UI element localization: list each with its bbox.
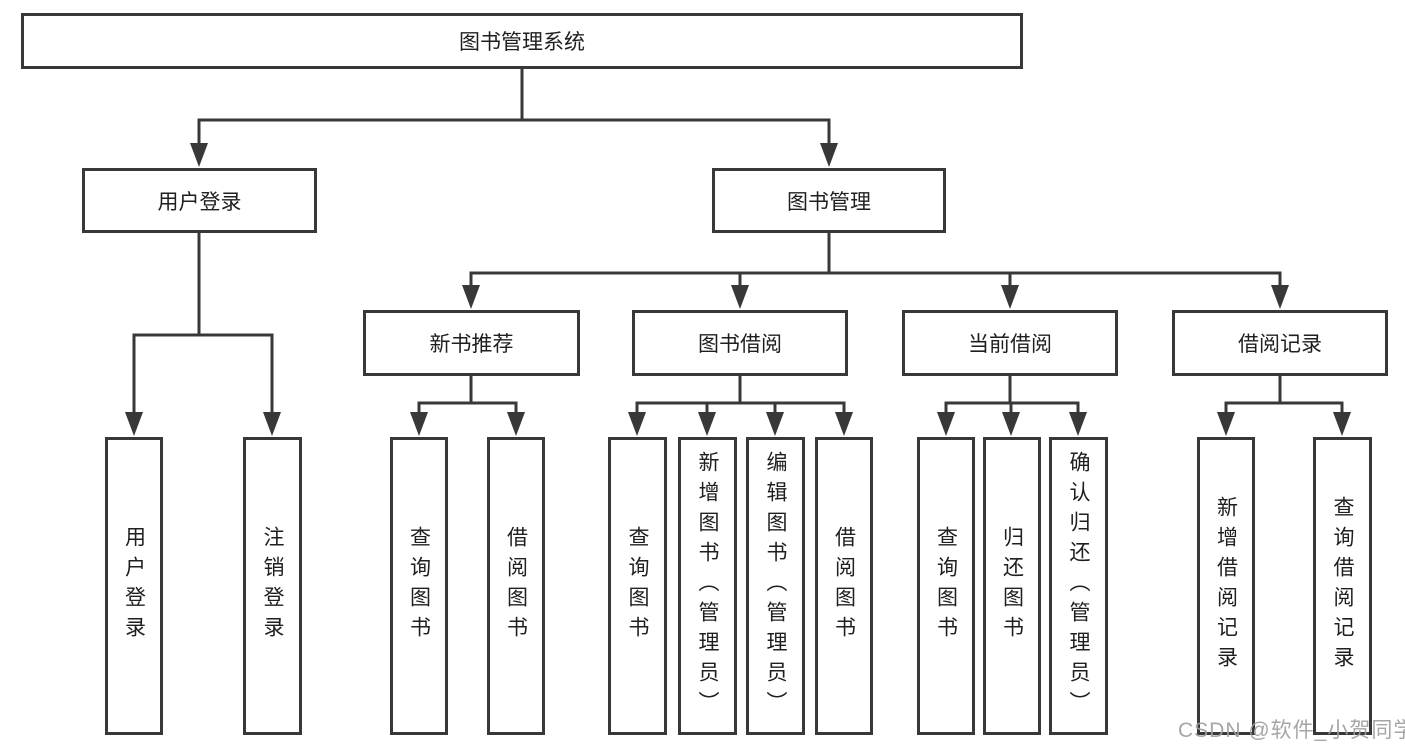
connector-book-borrow-branch bbox=[635, 376, 846, 416]
leaf-logout-login: 注销登录 bbox=[243, 437, 302, 735]
node-root-label: 图书管理系统 bbox=[459, 31, 585, 54]
arrow-head-icon bbox=[410, 412, 428, 436]
arrow-head-icon bbox=[125, 412, 143, 436]
leaf-add-books-admin: 新增图书（管理员） bbox=[678, 437, 737, 735]
arrow-head-icon bbox=[462, 285, 480, 309]
connector-level1-branch bbox=[197, 118, 831, 146]
node-current-borrow: 当前借阅 bbox=[902, 310, 1118, 376]
connector-book-mgmt-branch bbox=[469, 233, 1282, 289]
arrow-head-icon bbox=[698, 412, 716, 436]
leaf-recommend-query-books: 查询图书 bbox=[390, 437, 448, 735]
connector-lines bbox=[132, 69, 1344, 416]
arrow-head-icon bbox=[1271, 285, 1289, 309]
leaf-confirm-return-admin: 确认归还（管理员） bbox=[1049, 437, 1108, 735]
arrow-head-icon bbox=[766, 412, 784, 436]
arrow-head-icon bbox=[1333, 412, 1351, 436]
leaf-borrow-query-books-label: 查询图书 bbox=[626, 526, 649, 646]
leaf-recommend-query-books-label: 查询图书 bbox=[407, 526, 431, 646]
arrow-head-icon bbox=[1069, 412, 1087, 436]
node-book-management: 图书管理 bbox=[712, 168, 946, 233]
arrow-head-icon bbox=[731, 285, 749, 309]
node-borrow-records: 借阅记录 bbox=[1172, 310, 1388, 376]
arrow-head-icon bbox=[820, 143, 838, 167]
node-new-book-recommend: 新书推荐 bbox=[363, 310, 580, 376]
arrow-heads bbox=[125, 143, 1351, 436]
arrow-head-icon bbox=[190, 143, 208, 167]
leaf-user-login-label: 用户登录 bbox=[122, 526, 146, 646]
node-book-borrow: 图书借阅 bbox=[632, 310, 848, 376]
arrow-head-icon bbox=[507, 412, 525, 436]
leaf-current-query-books-label: 查询图书 bbox=[934, 526, 958, 646]
leaf-query-borrow-record: 查询借阅记录 bbox=[1313, 437, 1372, 735]
leaf-return-books-label: 归还图书 bbox=[1000, 526, 1024, 646]
leaf-logout-login-label: 注销登录 bbox=[261, 526, 284, 646]
arrow-head-icon bbox=[1002, 412, 1020, 436]
leaf-query-borrow-record-label: 查询借阅记录 bbox=[1331, 496, 1354, 676]
node-book-borrow-label: 图书借阅 bbox=[698, 333, 782, 356]
node-user-login-label: 用户登录 bbox=[157, 190, 242, 214]
node-new-book-recommend-label: 新书推荐 bbox=[429, 333, 514, 356]
leaf-edit-books-admin-label: 编辑图书（管理员） bbox=[764, 451, 787, 721]
node-borrow-records-label: 借阅记录 bbox=[1238, 333, 1322, 356]
arrow-head-icon bbox=[263, 412, 281, 436]
leaf-return-books: 归还图书 bbox=[983, 437, 1041, 735]
leaf-add-borrow-record: 新增借阅记录 bbox=[1197, 437, 1255, 735]
leaf-edit-books-admin: 编辑图书（管理员） bbox=[746, 437, 805, 735]
watermark-text: CSDN @软件_小贺同学 bbox=[1178, 719, 1405, 742]
leaf-user-login: 用户登录 bbox=[105, 437, 163, 735]
arrow-head-icon bbox=[628, 412, 646, 436]
leaf-borrow-query-books: 查询图书 bbox=[608, 437, 667, 735]
leaf-borrow-borrow-books: 借阅图书 bbox=[815, 437, 873, 735]
leaf-confirm-return-admin-label: 确认归还（管理员） bbox=[1067, 451, 1090, 721]
arrow-head-icon bbox=[1001, 285, 1019, 309]
arrow-head-icon bbox=[1217, 412, 1235, 436]
leaf-recommend-borrow-books-label: 借阅图书 bbox=[504, 526, 528, 646]
connector-user-login-branch bbox=[132, 233, 274, 416]
node-user-login: 用户登录 bbox=[82, 168, 317, 233]
node-book-management-label: 图书管理 bbox=[787, 190, 871, 214]
leaf-current-query-books: 查询图书 bbox=[917, 437, 975, 735]
leaf-add-books-admin-label: 新增图书（管理员） bbox=[696, 451, 719, 721]
leaf-recommend-borrow-books: 借阅图书 bbox=[487, 437, 545, 735]
connector-new-book-branch bbox=[417, 376, 518, 416]
leaf-borrow-borrow-books-label: 借阅图书 bbox=[832, 526, 856, 646]
node-root: 图书管理系统 bbox=[21, 13, 1023, 69]
arrow-head-icon bbox=[937, 412, 955, 436]
arrow-head-icon bbox=[835, 412, 853, 436]
leaf-add-borrow-record-label: 新增借阅记录 bbox=[1214, 496, 1238, 676]
connector-borrow-records-branch bbox=[1224, 376, 1344, 416]
node-current-borrow-label: 当前借阅 bbox=[968, 333, 1052, 356]
connector-current-borrow-branch bbox=[944, 376, 1080, 416]
